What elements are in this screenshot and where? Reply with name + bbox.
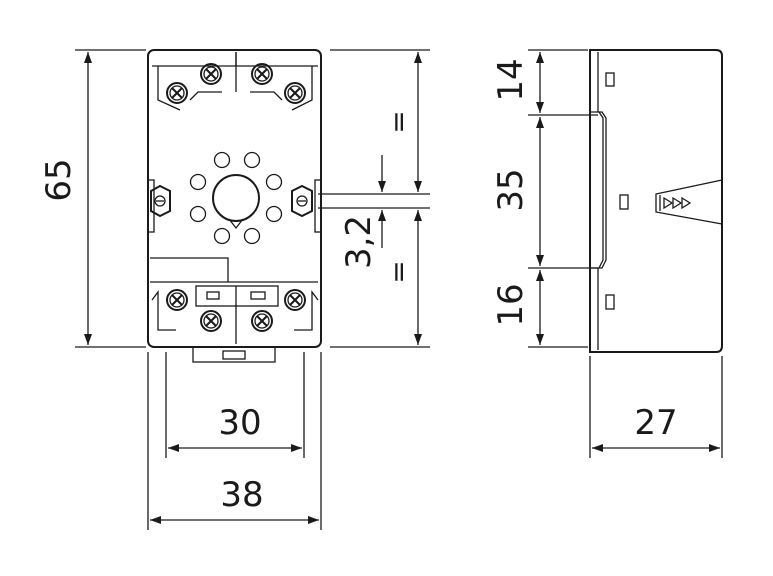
side-window bbox=[605, 72, 615, 87]
left-mounting-nut bbox=[147, 179, 171, 233]
din-clip bbox=[192, 346, 276, 363]
depth-dimension-label: 27 bbox=[634, 403, 677, 443]
din-rail-recess bbox=[590, 111, 607, 269]
outer-width-dimension-label: 38 bbox=[220, 475, 263, 515]
terminal-screw bbox=[166, 289, 188, 311]
front-view bbox=[147, 49, 322, 363]
bottom-segment-dimension-label: 16 bbox=[491, 283, 531, 326]
offset-dimension-label: 3,2 bbox=[339, 215, 379, 269]
bottom-terminal-block bbox=[151, 285, 319, 344]
pin-holes bbox=[189, 151, 283, 245]
dimension-height: 65 bbox=[39, 49, 146, 348]
dimension-side-vertical: 14 35 16 bbox=[491, 49, 598, 348]
side-window bbox=[619, 194, 629, 210]
side-view bbox=[589, 49, 723, 353]
right-mounting-nut bbox=[291, 179, 322, 233]
terminal-screw bbox=[284, 82, 306, 104]
center-key-hole bbox=[212, 174, 260, 222]
release-lever bbox=[655, 179, 723, 225]
dimension-depth: 27 bbox=[589, 356, 723, 458]
middle-segment-dimension-label: 35 bbox=[491, 168, 531, 211]
top-terminal-block bbox=[152, 52, 318, 111]
terminal-screw bbox=[200, 310, 222, 332]
terminal-screw bbox=[166, 82, 188, 104]
terminal-screw bbox=[200, 63, 222, 85]
dimension-outer-width: 38 bbox=[147, 352, 322, 530]
terminal-screw bbox=[251, 63, 273, 85]
top-segment-dimension-label: 14 bbox=[491, 58, 531, 101]
side-window bbox=[605, 294, 615, 310]
inner-width-dimension-label: 30 bbox=[218, 403, 261, 443]
dimension-center-offset: = = 3,2 bbox=[318, 49, 430, 348]
equal-mark-top: = bbox=[382, 110, 415, 133]
label-area bbox=[150, 257, 229, 282]
height-dimension-label: 65 bbox=[39, 158, 79, 201]
equal-mark-bottom: = bbox=[382, 260, 415, 283]
dimension-inner-width: 30 bbox=[165, 352, 305, 458]
terminal-screw bbox=[251, 310, 273, 332]
terminal-screw bbox=[284, 289, 306, 311]
